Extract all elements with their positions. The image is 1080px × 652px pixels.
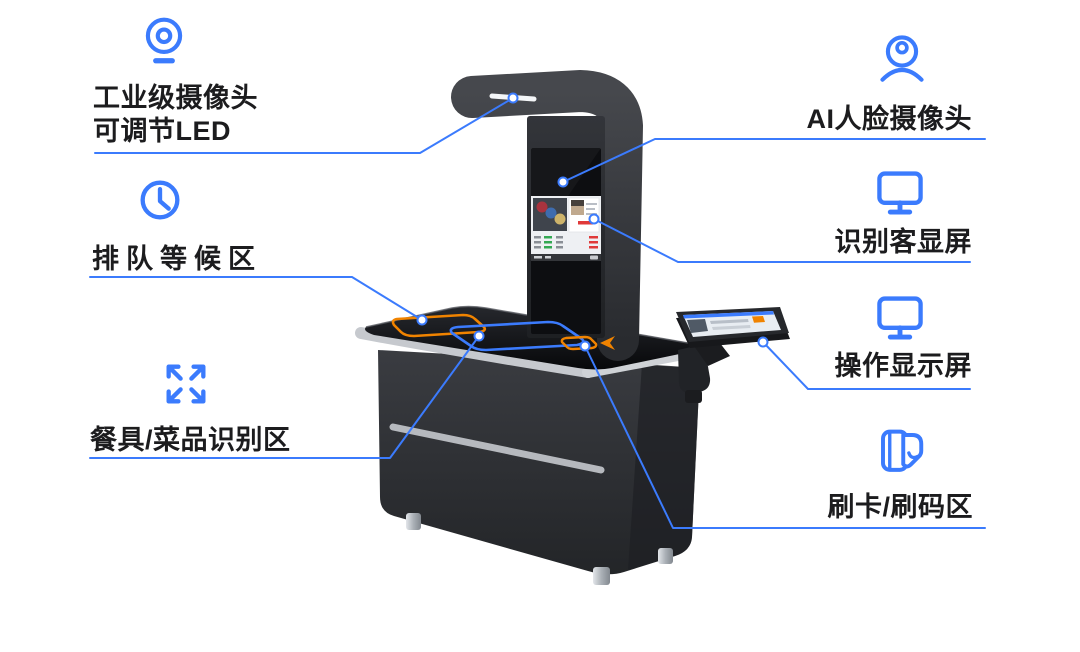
label-industrial-camera-line1: 工业级摄像头 (93, 83, 258, 113)
counter-silver-rim (355, 327, 594, 378)
face-camera-icon (876, 32, 928, 84)
expand-arrows-icon (160, 358, 212, 410)
label-card-swipe: 刷卡/刷码区 (827, 492, 973, 522)
label-dish-recognition: 餐具/菜品识别区 (90, 425, 291, 455)
leader-line-industrial-camera (94, 97, 514, 154)
cabinet-right-face (628, 364, 700, 570)
cabinet (378, 350, 700, 585)
card-swipe-icon (874, 426, 928, 480)
leader-dots (416, 92, 769, 352)
label-operation-display: 操作显示屏 (834, 351, 972, 381)
leader-lines (89, 97, 986, 529)
label-industrial-camera-line2: 可调节LED (93, 116, 231, 146)
label-industrial-camera: 工业级摄像头 可调节LED (93, 82, 258, 148)
monitor-icon (874, 168, 926, 216)
label-queue-area: 排队等候区 (92, 244, 262, 274)
machine-feet (406, 513, 673, 585)
operation-tablet (676, 307, 790, 403)
customer-screen-ui (531, 196, 601, 261)
leader-line-customer-display (593, 218, 971, 263)
leader-line-card-swipe (584, 345, 986, 529)
cabinet-silver-stripe (389, 423, 605, 474)
leader-line-ai-face-camera (562, 138, 986, 183)
card-zone-outline (560, 335, 598, 351)
dish-zone-outline (449, 320, 585, 352)
leader-line-dish-recognition (89, 335, 480, 459)
webcam-icon (139, 14, 189, 68)
display-pillar (527, 116, 605, 338)
leader-line-queue-area (89, 276, 423, 321)
label-customer-display: 识别客显屏 (834, 227, 972, 257)
leader-line-operation-display (762, 341, 971, 390)
monitor-icon (874, 293, 926, 341)
card-zone-arrow (600, 336, 615, 350)
label-ai-face-camera: AI人脸摄像头 (806, 104, 972, 134)
clock-icon (134, 174, 186, 226)
